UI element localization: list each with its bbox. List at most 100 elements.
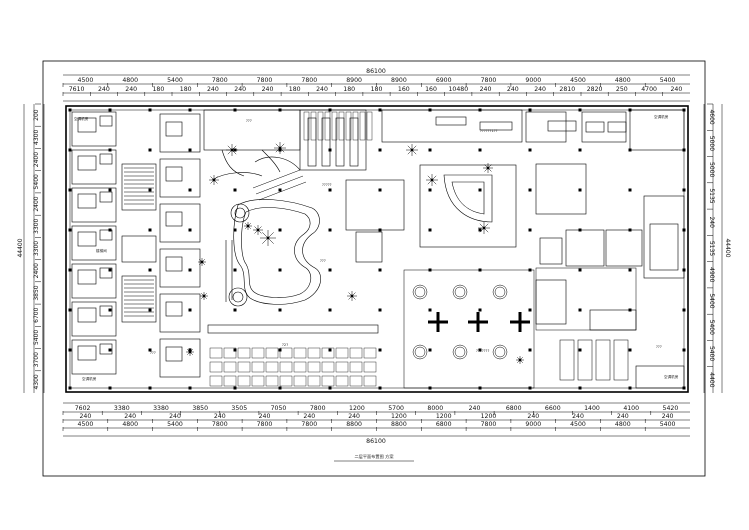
seat-block (293, 347, 307, 359)
column (233, 348, 237, 352)
dimension-value: 5420 (663, 405, 679, 412)
column (108, 268, 112, 272)
dimension-value: 2400 (33, 152, 40, 167)
column (428, 188, 432, 192)
dimension-value: 1200 (481, 413, 497, 420)
dimension-value: 5135 (708, 188, 715, 203)
seat-block (335, 375, 349, 387)
seat-block (307, 375, 321, 387)
seating-rows (209, 111, 377, 387)
round-column (454, 286, 466, 298)
column (578, 268, 582, 272)
round-column (452, 344, 468, 360)
dimension-value: 240 (234, 86, 246, 93)
guest-room (159, 248, 201, 288)
dimension-value: 5000 (708, 162, 715, 177)
dimension-value: 3850 (192, 405, 208, 412)
guest-room (71, 149, 117, 185)
column (578, 386, 582, 390)
column (148, 308, 152, 312)
column (478, 188, 482, 192)
column (188, 228, 192, 232)
guest-room (71, 339, 117, 375)
dimension-value: 6900 (436, 77, 452, 84)
dimension-value: 240 (169, 413, 181, 420)
room-bed (77, 231, 97, 247)
dimension-value: 240 (527, 413, 539, 420)
room-bed (77, 307, 97, 323)
seat-block (223, 347, 237, 359)
dimension-value: 7050 (271, 405, 287, 412)
column (378, 188, 382, 192)
column (528, 188, 532, 192)
dimension-value: 9000 (525, 421, 541, 428)
dimension-value: 5135 (708, 241, 715, 256)
tree-trunk (518, 358, 522, 362)
column (328, 228, 332, 232)
room-bath (99, 267, 113, 279)
column (68, 108, 72, 112)
seat-block (237, 361, 251, 373)
dimension-value: 180 (152, 86, 164, 93)
dimension-value: 6800 (436, 421, 452, 428)
room-label-lower-left-office: 空调机房 (82, 376, 97, 381)
dimension-value: 1200 (391, 413, 407, 420)
seat-block (349, 347, 363, 359)
carrel (324, 111, 331, 141)
guest-room (71, 111, 117, 147)
column (108, 188, 112, 192)
column (528, 308, 532, 312)
seat-block (209, 347, 223, 359)
column (328, 386, 332, 390)
column (148, 188, 152, 192)
guest-room (71, 301, 117, 337)
column (68, 308, 72, 312)
column (148, 386, 152, 390)
seat-block (279, 347, 293, 359)
column (188, 148, 192, 152)
room-label-plaza-label: ????? (322, 183, 332, 187)
seat-block (223, 375, 237, 387)
column (628, 268, 632, 272)
carrel (366, 111, 373, 141)
dimension-value: 5700 (388, 405, 404, 412)
atrium-column-grid (403, 267, 637, 389)
tree-trunk (212, 178, 216, 182)
tree-trunk (230, 148, 234, 152)
seat-block (265, 361, 279, 373)
column (378, 386, 382, 390)
column (378, 108, 382, 112)
dimension-value: 3850 (33, 285, 40, 300)
column (378, 308, 382, 312)
column (682, 308, 686, 312)
dimension-value: 240 (534, 86, 546, 93)
dimension-value: 4800 (615, 421, 631, 428)
column (68, 188, 72, 192)
room-bed (165, 256, 183, 272)
dimension-value: 4500 (78, 421, 94, 428)
column (148, 228, 152, 232)
overall-dimension-left: 44400 (17, 238, 24, 257)
room-bath (99, 153, 113, 165)
dimension-value: 4500 (78, 77, 94, 84)
dimension-value: 240 (670, 86, 682, 93)
round-column (492, 284, 508, 300)
guest-room (159, 158, 201, 198)
dimension-value: 7800 (310, 405, 326, 412)
dimension-value: 240 (262, 86, 274, 93)
dimension-value: 6800 (506, 405, 522, 412)
upper-office (299, 109, 367, 171)
column (378, 268, 382, 272)
atrium-hall (403, 269, 535, 389)
dimension-value: 3700 (33, 352, 40, 367)
tree-trunk (246, 224, 250, 228)
guest-room (159, 113, 201, 153)
room-bath (99, 115, 113, 127)
column (188, 268, 192, 272)
dimension-value: 4800 (122, 77, 138, 84)
room-labels: 空调机房空调机房空调机房空调机房楼梯间???????2?????????????… (74, 114, 679, 381)
tree-trunk (256, 228, 260, 232)
room-bath (99, 191, 113, 203)
